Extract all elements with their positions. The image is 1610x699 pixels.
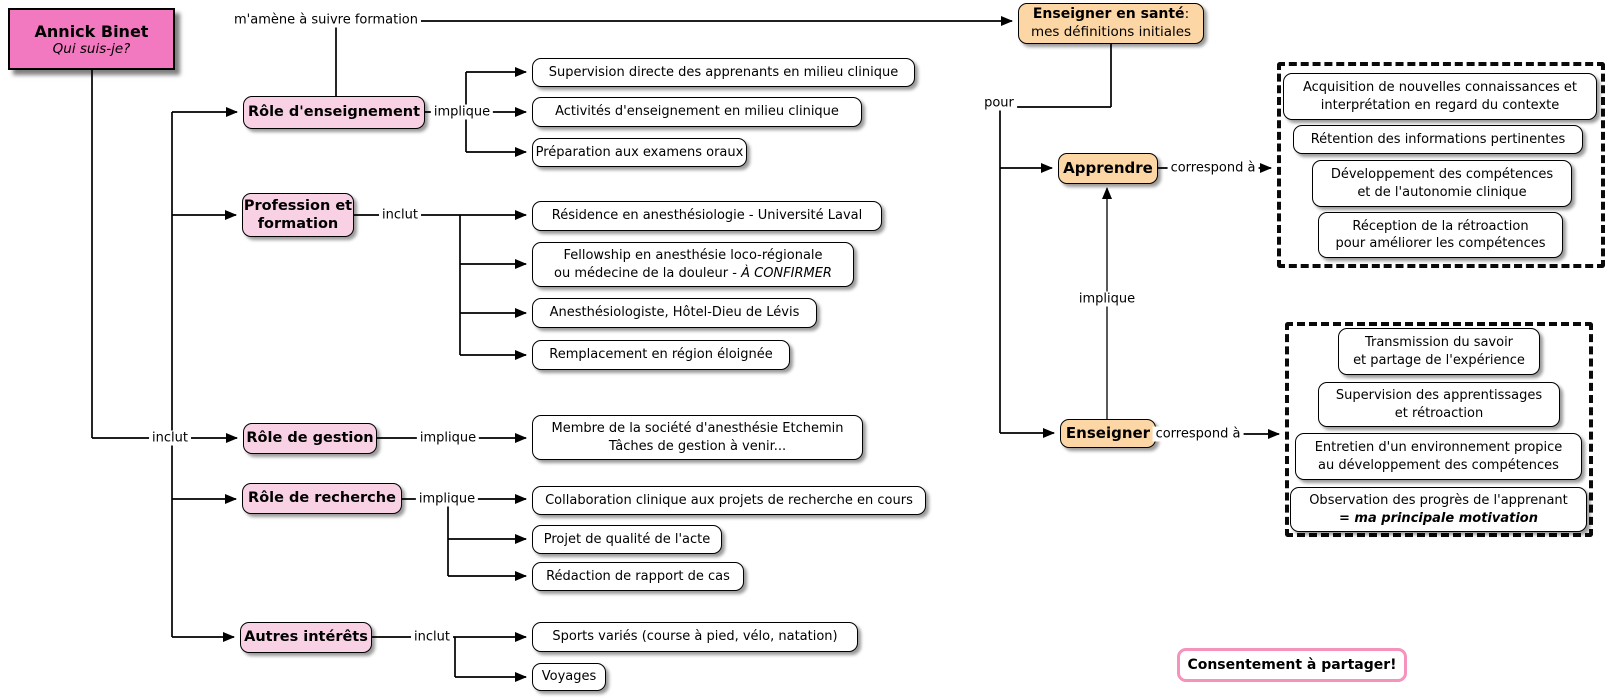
node-label: Sports variés (course à pied, vélo, nata… xyxy=(552,629,838,645)
node-label: Remplacement en région éloignée xyxy=(549,347,773,363)
topic-label: Rôle de recherche xyxy=(248,489,396,506)
node-line: Transmission du savoir xyxy=(1364,335,1514,351)
topic-profession-formation[interactable]: Profession et formation xyxy=(242,193,354,237)
root-title: Annick Binet xyxy=(34,21,149,41)
consent-note[interactable]: Consentement à partager! xyxy=(1177,648,1407,682)
node-transmission-savoir[interactable]: Transmission du savoir et partage de l'e… xyxy=(1338,328,1540,375)
node-observation-progres[interactable]: Observation des progrès de l'apprenant =… xyxy=(1290,487,1587,532)
group-apprendre-definitions: Acquisition de nouvelles connaissances e… xyxy=(1277,62,1605,268)
topic-role-enseignement[interactable]: Rôle d'enseignement xyxy=(243,96,425,129)
node-line: Acquisition de nouvelles connaissances e… xyxy=(1302,80,1578,96)
concept-apprendre[interactable]: Apprendre xyxy=(1058,153,1158,184)
node-membre-societe[interactable]: Membre de la société d'anesthésie Etchem… xyxy=(532,415,863,460)
node-preparation-examens[interactable]: Préparation aux examens oraux xyxy=(532,138,747,167)
node-residence-anesthesiologie[interactable]: Résidence en anesthésiologie - Universit… xyxy=(532,201,882,231)
node-redaction-rapport[interactable]: Rédaction de rapport de cas xyxy=(532,562,744,591)
topic-label: Autres intérêts xyxy=(244,628,368,645)
topic-label: Rôle d'enseignement xyxy=(247,103,421,120)
node-line: ou médecine de la douleur - À CONFIRMER xyxy=(554,265,832,282)
node-line: Fellowship en anesthésie loco-régionale xyxy=(563,248,823,264)
node-line-italic: À CONFIRMER xyxy=(741,265,832,281)
link-label-implique-gestion[interactable]: implique xyxy=(416,430,480,446)
root-node-annick-binet[interactable]: Annick Binet Qui suis-je? xyxy=(8,8,175,70)
node-label: Anesthésiologiste, Hôtel-Dieu de Lévis xyxy=(549,305,800,321)
concept-enseigner[interactable]: Enseigner xyxy=(1060,419,1156,448)
node-acquisition-connaissances[interactable]: Acquisition de nouvelles connaissances e… xyxy=(1283,73,1597,120)
link-label-inclut-autres[interactable]: inclut xyxy=(411,629,453,645)
consent-label: Consentement à partager! xyxy=(1187,657,1397,673)
node-line: et rétroaction xyxy=(1394,405,1484,421)
node-entretien-environnement[interactable]: Entretien d'un environnement propice au … xyxy=(1295,433,1582,480)
topic-role-recherche[interactable]: Rôle de recherche xyxy=(242,483,402,514)
concept-label: Apprendre xyxy=(1063,158,1153,177)
node-line: Enseigner en santé: xyxy=(1033,5,1189,24)
node-supervision-apprentissages[interactable]: Supervision des apprentissages et rétroa… xyxy=(1318,382,1560,427)
node-remplacement[interactable]: Remplacement en région éloignée xyxy=(532,340,790,370)
node-label: Préparation aux examens oraux xyxy=(535,144,744,160)
node-label: Activités d'enseignement en milieu clini… xyxy=(555,104,839,120)
node-label: Supervision directe des apprenants en mi… xyxy=(548,64,899,80)
node-line: Tâches de gestion à venir... xyxy=(608,438,787,454)
node-fellowship[interactable]: Fellowship en anesthésie loco-régionale … xyxy=(532,242,854,287)
node-line: pour améliorer les compétences xyxy=(1335,236,1546,251)
node-developpement-competences[interactable]: Développement des compétences et de l'au… xyxy=(1312,160,1572,207)
node-anesthesiologiste[interactable]: Anesthésiologiste, Hôtel-Dieu de Lévis xyxy=(532,298,817,328)
node-label: Voyages xyxy=(541,669,597,685)
concept-label: Enseigner xyxy=(1065,423,1151,442)
node-line-bold: Enseigner en santé xyxy=(1032,6,1185,23)
link-label-inclut-root[interactable]: inclut xyxy=(149,430,191,446)
node-enseigner-en-sante[interactable]: Enseigner en santé: mes définitions init… xyxy=(1018,3,1204,44)
node-voyages[interactable]: Voyages xyxy=(532,663,606,691)
node-line: mes définitions initiales xyxy=(1030,24,1192,40)
node-line: et partage de l'expérience xyxy=(1353,352,1525,368)
node-line: et de l'autonomie clinique xyxy=(1357,184,1527,200)
node-label: Collaboration clinique aux projets de re… xyxy=(545,492,913,508)
node-label: Rétention des informations pertinentes xyxy=(1310,131,1566,147)
node-retention-informations[interactable]: Rétention des informations pertinentes xyxy=(1293,125,1583,154)
node-label: Résidence en anesthésiologie - Universit… xyxy=(551,208,863,224)
link-label-implique-enseigner-apprendre[interactable]: implique xyxy=(1075,291,1139,307)
link-label-correspond-apprendre[interactable]: correspond à xyxy=(1167,160,1259,176)
link-label-inclut-profession[interactable]: inclut xyxy=(379,207,421,223)
node-line-rest: : xyxy=(1184,6,1190,23)
link-label-correspond-enseigner[interactable]: correspond à xyxy=(1152,426,1244,442)
topic-label: Rôle de gestion xyxy=(246,429,374,446)
link-label-implique-enseignement[interactable]: implique xyxy=(430,104,494,120)
node-label: Rédaction de rapport de cas xyxy=(546,568,730,584)
node-reception-retroaction[interactable]: Réception de la rétroaction pour amélior… xyxy=(1318,212,1563,258)
node-collaboration-projets[interactable]: Collaboration clinique aux projets de re… xyxy=(532,486,926,515)
node-line: Membre de la société d'anesthésie Etchem… xyxy=(551,421,844,437)
node-projet-qualite[interactable]: Projet de qualité de l'acte xyxy=(532,525,722,554)
node-line-emphasis: = ma principale motivation xyxy=(1339,510,1538,526)
node-supervision-apprenants[interactable]: Supervision directe des apprenants en mi… xyxy=(532,58,915,87)
root-subtitle: Qui suis-je? xyxy=(52,40,131,57)
node-line: Réception de la rétroaction xyxy=(1352,218,1529,234)
link-label-m-amene[interactable]: m'amène à suivre formation xyxy=(230,12,422,28)
topic-label: Profession et formation xyxy=(243,197,353,232)
topic-role-gestion[interactable]: Rôle de gestion xyxy=(243,423,377,454)
node-line: Observation des progrès de l'apprenant xyxy=(1309,493,1568,509)
node-label: Projet de qualité de l'acte xyxy=(543,531,711,547)
node-line: au développement des compétences xyxy=(1318,457,1559,473)
node-sports-varies[interactable]: Sports variés (course à pied, vélo, nata… xyxy=(532,622,858,652)
node-line: interprétation en regard du contexte xyxy=(1320,97,1560,113)
node-line: Entretien d'un environnement propice xyxy=(1314,440,1563,456)
topic-autres-interets[interactable]: Autres intérêts xyxy=(240,622,372,653)
node-line: Développement des compétences xyxy=(1330,167,1554,183)
link-label-pour[interactable]: pour xyxy=(981,95,1017,111)
group-enseigner-definitions: Transmission du savoir et partage de l'e… xyxy=(1285,322,1593,537)
node-line: Supervision des apprentissages xyxy=(1335,388,1543,404)
node-line-text: ou médecine de la douleur - xyxy=(554,265,742,281)
node-activites-enseignement[interactable]: Activités d'enseignement en milieu clini… xyxy=(532,97,862,127)
link-label-implique-recherche[interactable]: implique xyxy=(415,491,479,507)
